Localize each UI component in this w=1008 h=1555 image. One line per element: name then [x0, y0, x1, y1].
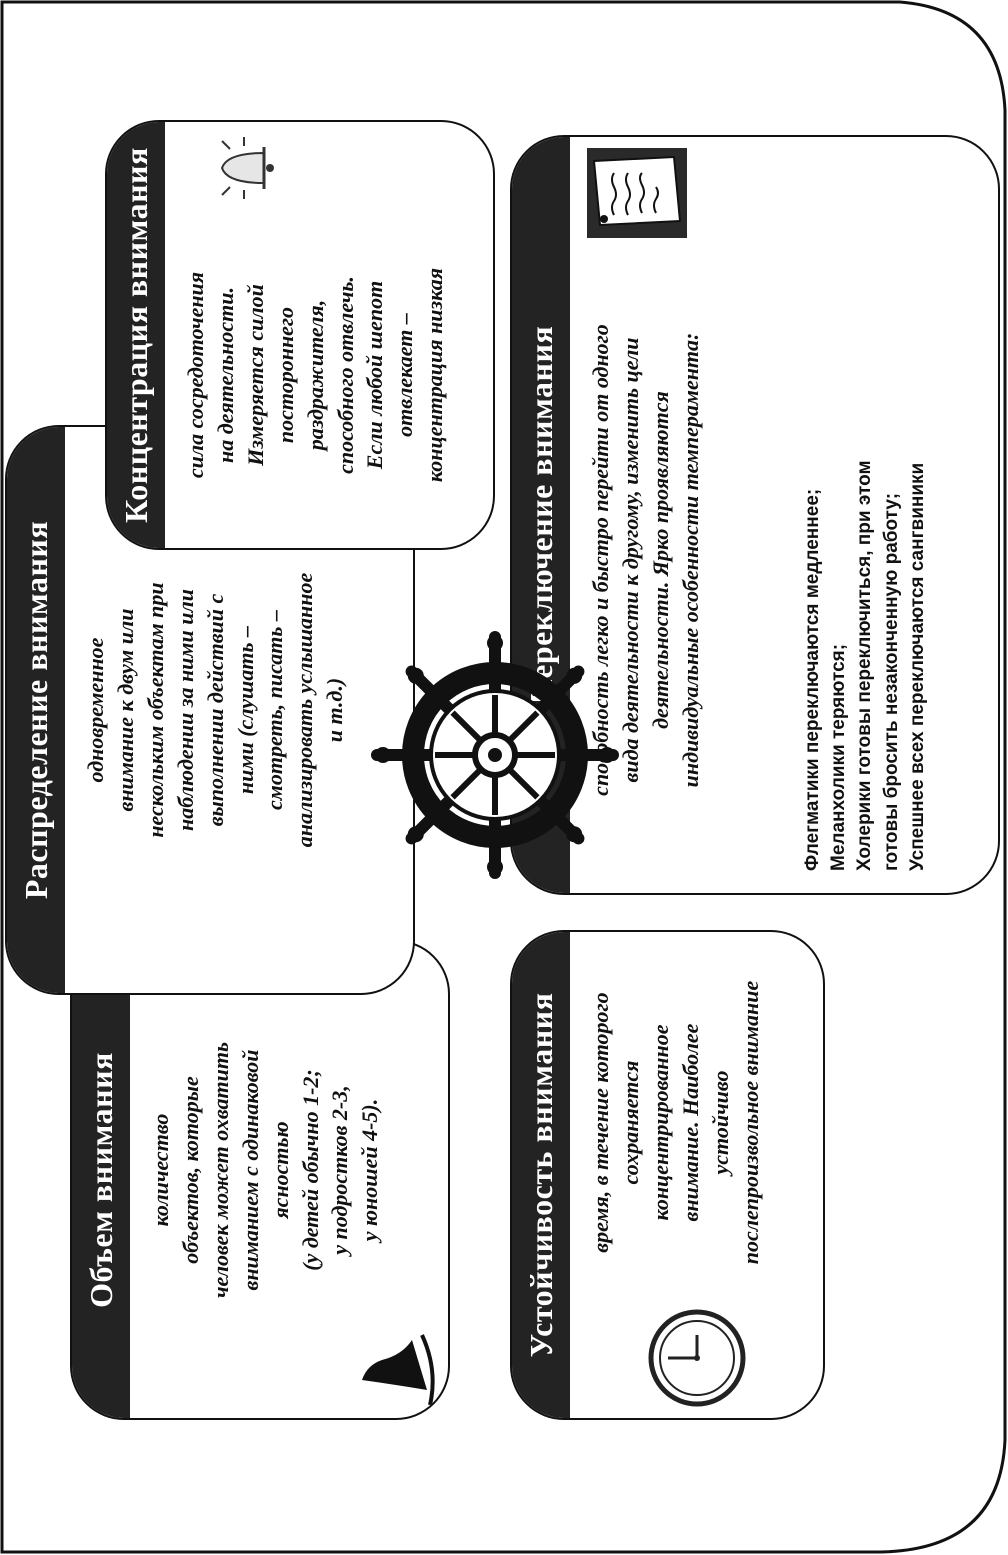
- text-line: деятельности. Ярко проявляются: [647, 391, 673, 729]
- note-line: Меланхолики теряются;: [828, 643, 850, 871]
- ship-wheel-icon: [371, 631, 619, 879]
- note-line: Холерики готовы переключиться, при этом: [854, 460, 876, 871]
- note-line: готовы бросить незаконченную работу;: [880, 492, 902, 871]
- text-line: (у детей обычно 1-2;: [297, 1069, 323, 1271]
- text-line: внимание. Наиболее: [677, 1023, 703, 1222]
- note-line: Флегматики переключаются медленнее;: [802, 488, 823, 871]
- card-title: Распределение внимания: [7, 427, 65, 993]
- text-line: объектов, которые: [177, 1076, 203, 1264]
- bell-icon: [220, 137, 274, 199]
- card-stability: Устойчивость внимания время, в течение к…: [510, 930, 825, 1420]
- card-volume: Объем внимания количество объектов, кото…: [70, 940, 450, 1420]
- text-line: постороннего: [272, 306, 298, 444]
- text-line: Если любой шепот: [362, 280, 388, 470]
- sail-icon: [362, 1334, 435, 1406]
- text-line: раздражителя,: [302, 299, 328, 451]
- text-line: количество: [148, 1113, 173, 1227]
- card-body: количество объектов, которые человек мож…: [146, 952, 385, 1388]
- card-body: время, в течение которого сохраняется ко…: [586, 942, 765, 1303]
- card-switching: Переключение внимания способность легко …: [510, 135, 1000, 895]
- card-title: Устойчивость внимания: [512, 932, 570, 1418]
- card-body: сила сосредоточения на деятельности. Изм…: [181, 212, 450, 538]
- note-paper-icon: [587, 148, 687, 238]
- card-concentration: Концентрация внимания сила сосредоточени…: [105, 120, 495, 550]
- temperament-notes: Флегматики переключаются медленнее; Мела…: [800, 153, 931, 871]
- text-line: у подростков 2-3,: [327, 1085, 353, 1255]
- text-line: устойчиво: [707, 1070, 733, 1175]
- text-line: время, в течение которого: [588, 992, 613, 1253]
- text-line: ясностью: [267, 1121, 293, 1219]
- text-line: на деятельности.: [212, 287, 238, 463]
- text-line: отвлекает –: [392, 313, 418, 437]
- card-title: Объем внимания: [72, 942, 130, 1418]
- note-line: Успешнее всех переключаются сангвиники: [906, 462, 928, 871]
- text-line: послепроизвольное внимание: [737, 980, 763, 1265]
- text-line: сила сосредоточения: [183, 271, 208, 479]
- text-line: Измеряется силой: [242, 284, 268, 466]
- text-line: индивидуальные особенности темперамента:: [677, 332, 703, 788]
- text-line: способного отвлечь.: [332, 276, 358, 474]
- text-line: вниманием с одинаковой: [237, 1049, 263, 1291]
- clock-icon: [648, 1309, 746, 1407]
- text-line: вида деятельности к другому, изменить це…: [617, 337, 643, 783]
- card-title: Концентрация внимания: [107, 122, 165, 548]
- text-line: у юношей 4-5).: [357, 1098, 383, 1242]
- text-line: концентрация низкая: [422, 267, 448, 483]
- text-line: концентрированное: [647, 1024, 673, 1221]
- text-line: человек может охватить: [207, 1041, 233, 1299]
- text-line: сохраняется: [617, 1060, 643, 1185]
